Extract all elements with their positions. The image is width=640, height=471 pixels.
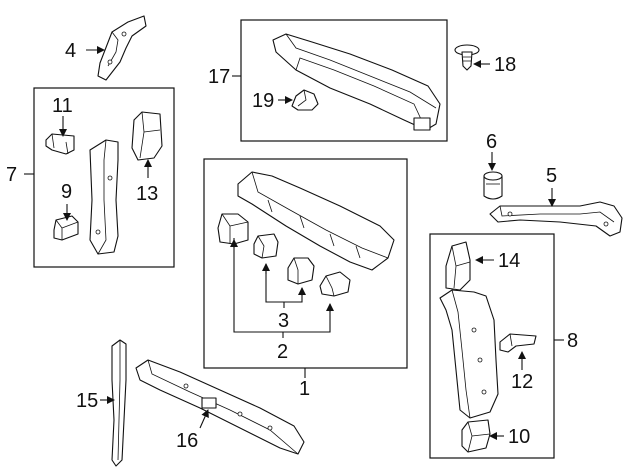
callout-16: 16 bbox=[176, 430, 198, 452]
callout-15: 15 bbox=[76, 390, 98, 412]
group-box-8 bbox=[429, 233, 555, 459]
part-5-brace bbox=[489, 201, 623, 237]
part-10-bracket bbox=[461, 419, 491, 453]
callout-2: 2 bbox=[277, 341, 288, 363]
callout-4: 4 bbox=[65, 40, 76, 62]
part-4-bracket bbox=[97, 15, 147, 81]
part-16-lower-tie-bar bbox=[135, 359, 305, 455]
callout-1: 1 bbox=[299, 378, 310, 400]
callout-6: 6 bbox=[486, 131, 497, 153]
part-19-clip bbox=[291, 89, 319, 111]
part-side-support-left bbox=[89, 139, 119, 255]
part-3-bracket-b bbox=[287, 257, 315, 285]
callout-14: 14 bbox=[498, 250, 520, 272]
part-13-bracket bbox=[131, 111, 163, 161]
part-3-bracket-a bbox=[253, 233, 279, 259]
part-2-bracket-b bbox=[319, 271, 351, 297]
part-11-clip bbox=[45, 133, 75, 155]
callout-19: 19 bbox=[252, 90, 274, 112]
leader-lines bbox=[24, 46, 564, 440]
part-14-bracket bbox=[445, 241, 471, 291]
group-box-7 bbox=[33, 87, 175, 268]
callout-12: 12 bbox=[511, 371, 533, 393]
callout-10: 10 bbox=[508, 426, 530, 448]
part-1-upper-tie-bar bbox=[237, 171, 395, 271]
part-15-side-member bbox=[111, 339, 127, 467]
part-side-support-right bbox=[439, 289, 499, 419]
callout-8: 8 bbox=[567, 330, 578, 352]
part-9-bracket bbox=[53, 215, 79, 241]
callout-3: 3 bbox=[278, 310, 289, 332]
callout-13: 13 bbox=[136, 183, 158, 205]
callout-17: 17 bbox=[208, 66, 230, 88]
part-6-grommet bbox=[483, 171, 503, 200]
part-12-bracket bbox=[499, 333, 537, 353]
callout-18: 18 bbox=[494, 54, 516, 76]
part-2-bracket bbox=[217, 213, 249, 245]
callout-5: 5 bbox=[546, 165, 557, 187]
group-box-17 bbox=[240, 19, 448, 142]
callout-labels: 4 17 19 18 11 7 9 13 6 5 14 8 12 10 15 1… bbox=[6, 40, 578, 452]
callout-9: 9 bbox=[61, 181, 72, 203]
part-18-push-pin bbox=[454, 44, 480, 71]
part-17-support-cover bbox=[272, 33, 441, 131]
callout-7: 7 bbox=[6, 164, 17, 186]
callout-11: 11 bbox=[52, 95, 73, 117]
